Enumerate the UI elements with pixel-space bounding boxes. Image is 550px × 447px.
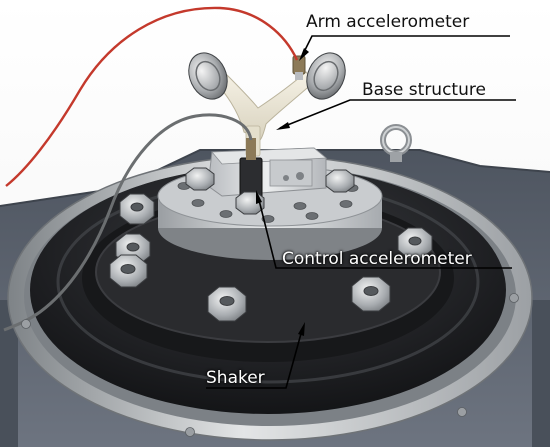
base-structure-label: Base structure xyxy=(362,80,486,100)
shaker-label: Shaker xyxy=(206,368,265,388)
arm-accelerometer-label: Arm accelerometer xyxy=(306,12,470,32)
control-accelerometer-label: Control accelerometer xyxy=(282,249,472,269)
